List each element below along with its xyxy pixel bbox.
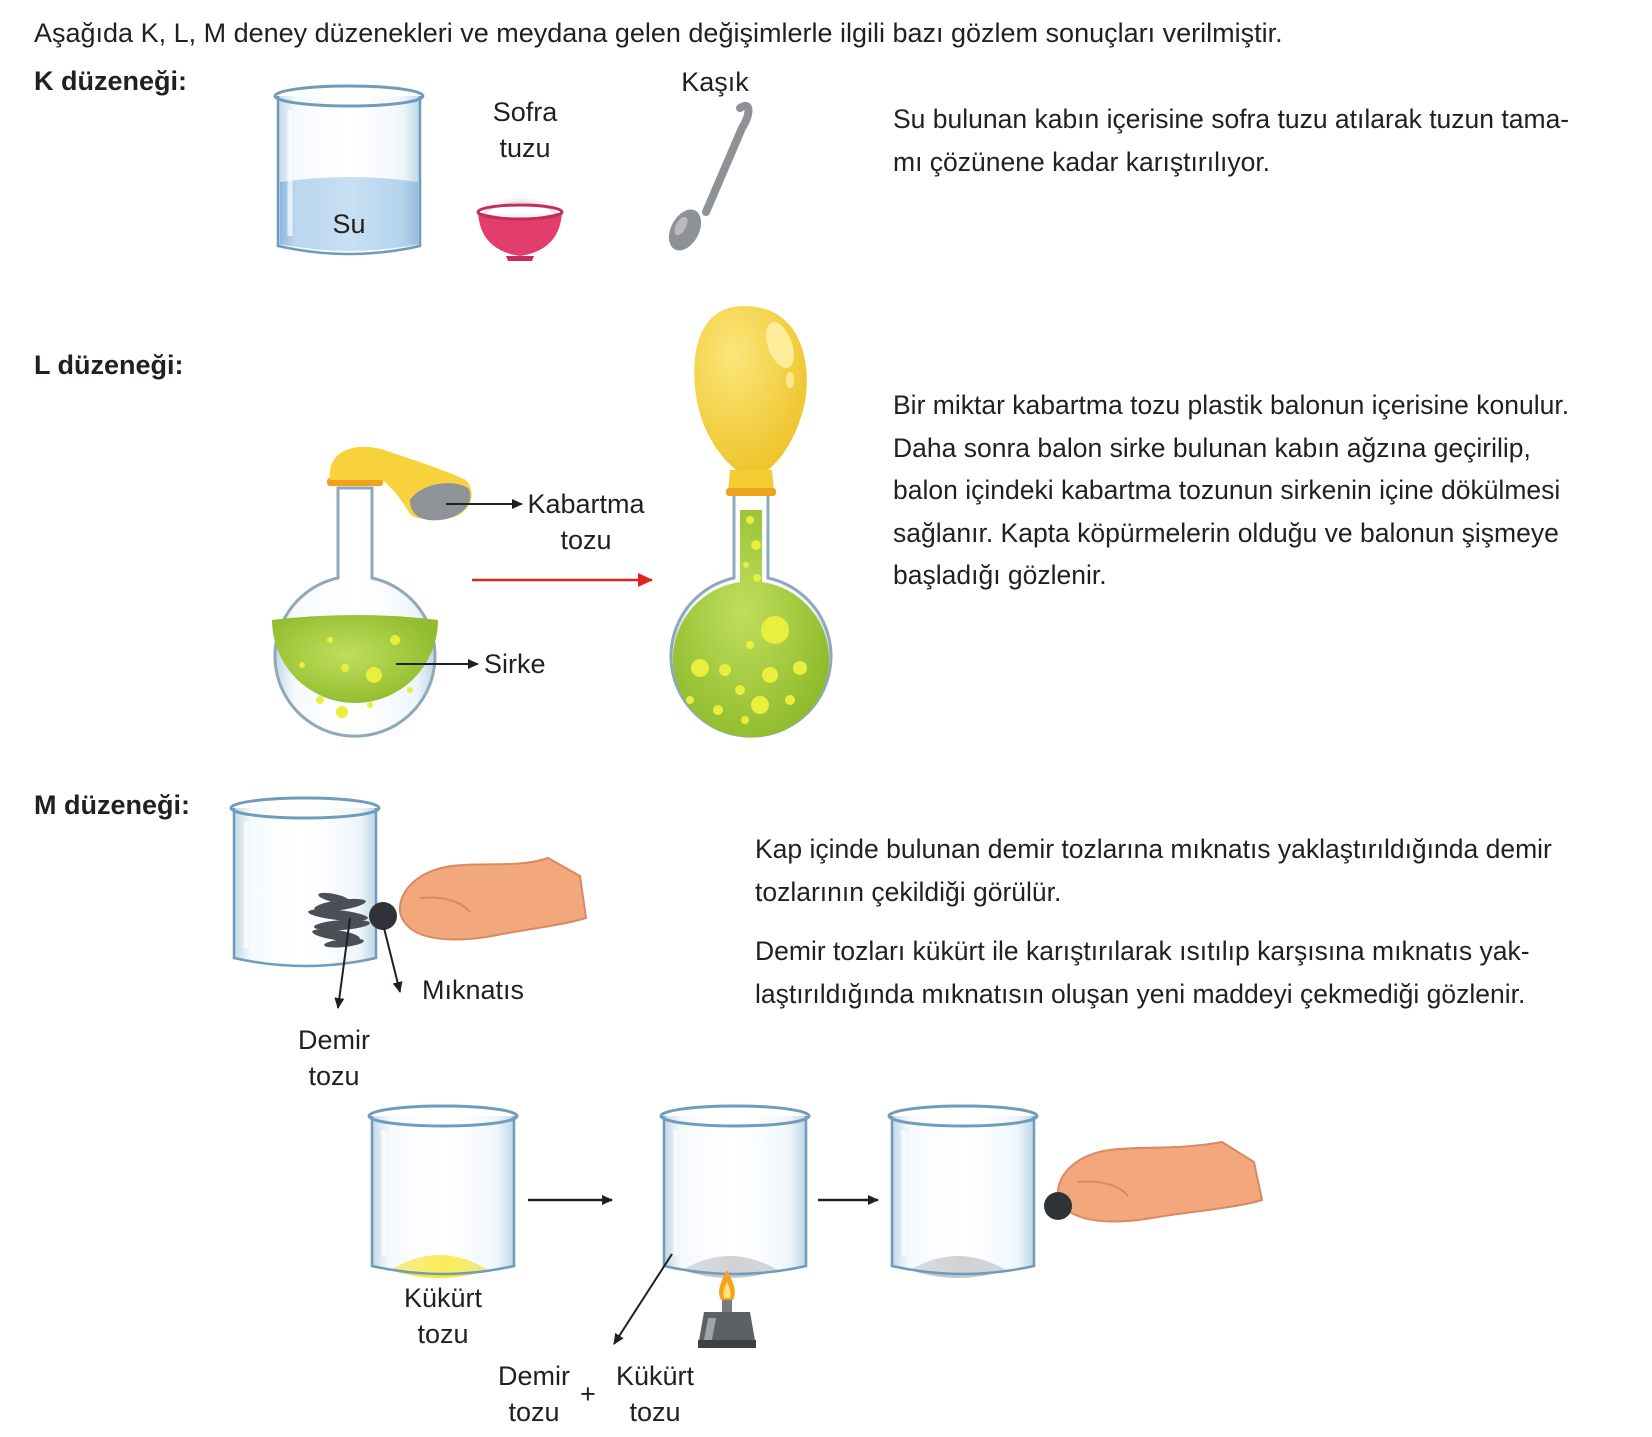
sulfur-beaker — [367, 1104, 519, 1278]
l-heading: L düzeneği: — [34, 350, 184, 380]
mixture-iron-label-line-2: tozu — [508, 1397, 560, 1427]
mixture-iron-label-line-1: Demir — [498, 1361, 570, 1391]
iron-powder-label: Demir tozu — [284, 1022, 384, 1094]
l-description: Bir miktar kabartma tozu plastik balonun… — [893, 384, 1631, 597]
k-heading: K düzeneği: — [34, 66, 187, 96]
sulfur-powder-label: Kükürt tozu — [388, 1280, 498, 1352]
m-iron-beaker — [229, 796, 381, 968]
l-description-line-1: Bir miktar kabartma tozu plastik balonun… — [893, 390, 1570, 420]
mixture-sulfur-label-line-2: tozu — [629, 1397, 681, 1427]
k-description: Su bulunan kabın içerisine sofra tuzu at… — [893, 98, 1631, 183]
baking-powder-label-line-2: tozu — [560, 525, 612, 555]
l-description-line-4: sağlanır. Kapta köpürmelerin olduğu ve b… — [893, 517, 1559, 548]
iron-powder-label-line-1: Demir — [298, 1025, 370, 1055]
intro-text: Aşağıda K, L, M deney düzenekleri ve mey… — [34, 18, 1283, 48]
vinegar-label: Sirke — [484, 649, 546, 679]
m-description-1: Kap içinde bulunan demir tozlarına mıkna… — [755, 828, 1633, 913]
l-description-line-2: Daha sonra balon sirke bulunan kabın ağz… — [893, 432, 1531, 463]
mixture-beaker — [659, 1104, 811, 1278]
limp-balloon — [327, 446, 472, 521]
salt-label-line-1: Sofra — [492, 97, 558, 127]
k-description-line-1: Su bulunan kabın içerisine sofra tuzu at… — [893, 104, 1570, 134]
l-description-line-3: balon içindeki kabartma tozunun sirkenin… — [893, 475, 1561, 505]
mixture-iron-label: Demir tozu — [484, 1358, 584, 1430]
spoon-label: Kaşık — [681, 67, 749, 97]
sulfur-powder-label-line-1: Kükürt — [403, 1283, 483, 1313]
mixture-sulfur-label: Kükürt tozu — [600, 1358, 710, 1430]
m-description-2-line-2: laştırıldığında mıknatısın oluşan yeni m… — [755, 978, 1526, 1009]
salt-label: Sofra tuzu — [470, 94, 580, 166]
plus-sign: + — [580, 1379, 596, 1409]
iron-powder-label-line-2: tozu — [308, 1061, 360, 1091]
magnet-label: Mıknatıs — [422, 975, 525, 1005]
l-flask-after — [669, 492, 833, 738]
water-label: Su — [332, 209, 366, 239]
l-description-line-5: başladığı gözlenir. — [893, 560, 1107, 590]
inflated-balloon — [694, 306, 807, 496]
k-water-beaker — [273, 84, 425, 256]
baking-powder-label-line-1: Kabartma — [527, 489, 645, 519]
sulfur-powder-label-line-2: tozu — [417, 1319, 469, 1349]
m-description-2-line-1: Demir tozları kükürt ile karıştırılarak … — [755, 936, 1530, 966]
l-flask-before — [272, 486, 438, 738]
mixture-sulfur-label-line-1: Kükürt — [615, 1361, 695, 1391]
salt-label-line-2: tuzu — [499, 133, 551, 163]
spoon-icon — [668, 102, 753, 251]
salt-bowl — [476, 198, 564, 261]
spirit-lamp — [698, 1270, 756, 1348]
m-heading: M düzeneği: — [34, 790, 190, 820]
hand-with-magnet-1 — [369, 856, 588, 941]
m-description-1-line-1: Kap içinde bulunan demir tozlarına mıkna… — [755, 834, 1552, 864]
hand-with-magnet-2 — [1044, 1140, 1264, 1223]
k-description-line-2: mı çözünene kadar karıştırılıyor. — [893, 146, 1271, 177]
m-description-1-line-2: tozlarının çekildiği görülür. — [755, 876, 1062, 907]
m-description-2: Demir tozları kükürt ile karıştırılarak … — [755, 930, 1633, 1015]
product-beaker — [887, 1104, 1039, 1278]
baking-powder-label: Kabartma tozu — [518, 486, 654, 558]
